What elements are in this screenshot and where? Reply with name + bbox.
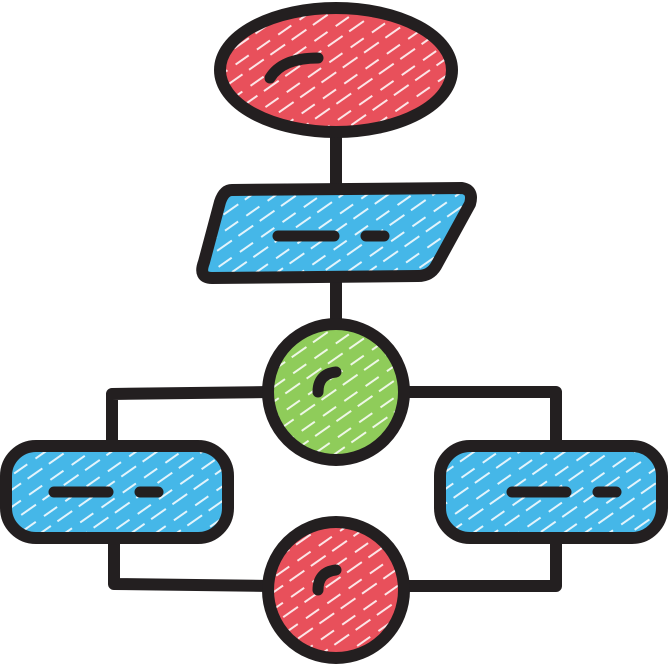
curve-mark	[264, 52, 324, 84]
start-node	[214, 2, 458, 138]
right-process-node	[434, 440, 668, 544]
end-node	[262, 516, 410, 664]
curve-mark	[312, 366, 342, 398]
curve-mark	[312, 564, 342, 596]
connector-left-to-end	[108, 532, 276, 592]
left-process-node	[0, 440, 234, 544]
connectors	[106, 122, 562, 592]
connector-decision-left	[106, 386, 276, 452]
process-node	[196, 182, 477, 284]
connector-decision-right	[396, 386, 562, 452]
decision-node	[262, 318, 410, 466]
connector-right-to-end	[396, 532, 562, 592]
